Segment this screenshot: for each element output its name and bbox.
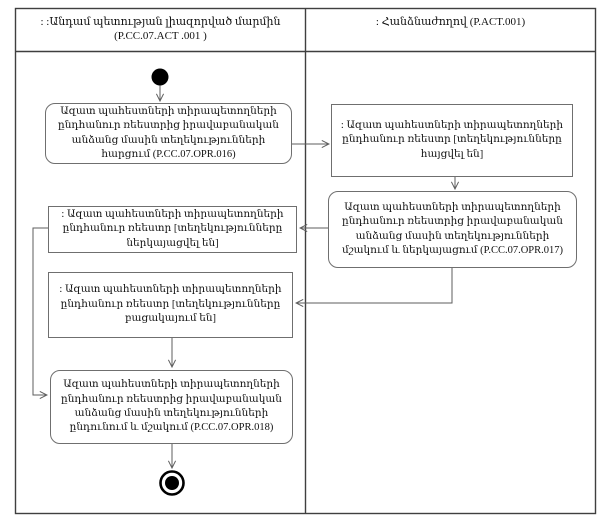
activity-label: Ազատ պահեստների տիրապետողների ընդհանուր … (58, 105, 279, 160)
activity-label: Ազատ պահեստների տիրապետողների ընդհանուր … (61, 379, 282, 434)
activity-box-opr017: Ազատ պահեստների տիրապետողների ընդհանուր … (328, 191, 577, 268)
activity-box-opr016: Ազատ պահեստների տիրապետողների ընդհանուր … (45, 103, 292, 164)
lane-header-authorized-body: : :Անդամ պետության լիազորված մարմին (P.C… (16, 9, 305, 51)
state-box-absent: : Ազատ պահեստների տիրապետողների ընդհանու… (48, 272, 293, 338)
arrow-state-presented-to-opr018 (32, 227, 48, 395)
activity-label: Ազատ պահեստների տիրապետողների ընդհանուր … (341, 201, 563, 256)
activity-box-opr018: Ազատ պահեստների տիրապետողների ընդհանուր … (50, 370, 293, 444)
state-label: : Ազատ պահեստների տիրապետողների ընդհանու… (61, 208, 284, 249)
arrow-opr017-to-state-absent (296, 268, 453, 303)
lane-title: : :Անդամ պետության լիազորված մարմին (40, 16, 281, 28)
initial-node (151, 68, 169, 86)
lane-title: : Հանձնաժողով (P.ACT.001) (375, 16, 526, 28)
state-label: : Ազատ պահեստների տիրապետողների ընդհանու… (59, 284, 282, 325)
lane-code: (P.CC.07.ACT .001 ) (114, 30, 207, 43)
final-node-dot (165, 476, 179, 490)
final-node-ring (159, 470, 185, 496)
lane-header-commission: : Հանձնաժողով (P.ACT.001) (306, 9, 595, 51)
state-box-requested: : Ազատ պահեստների տիրապետողների ընդհանու… (331, 104, 573, 177)
state-box-presented: : Ազատ պահեստների տիրապետողների ընդհանու… (48, 206, 297, 253)
state-label: : Ազատ պահեստների տիրապետողների ընդհանու… (340, 119, 564, 160)
